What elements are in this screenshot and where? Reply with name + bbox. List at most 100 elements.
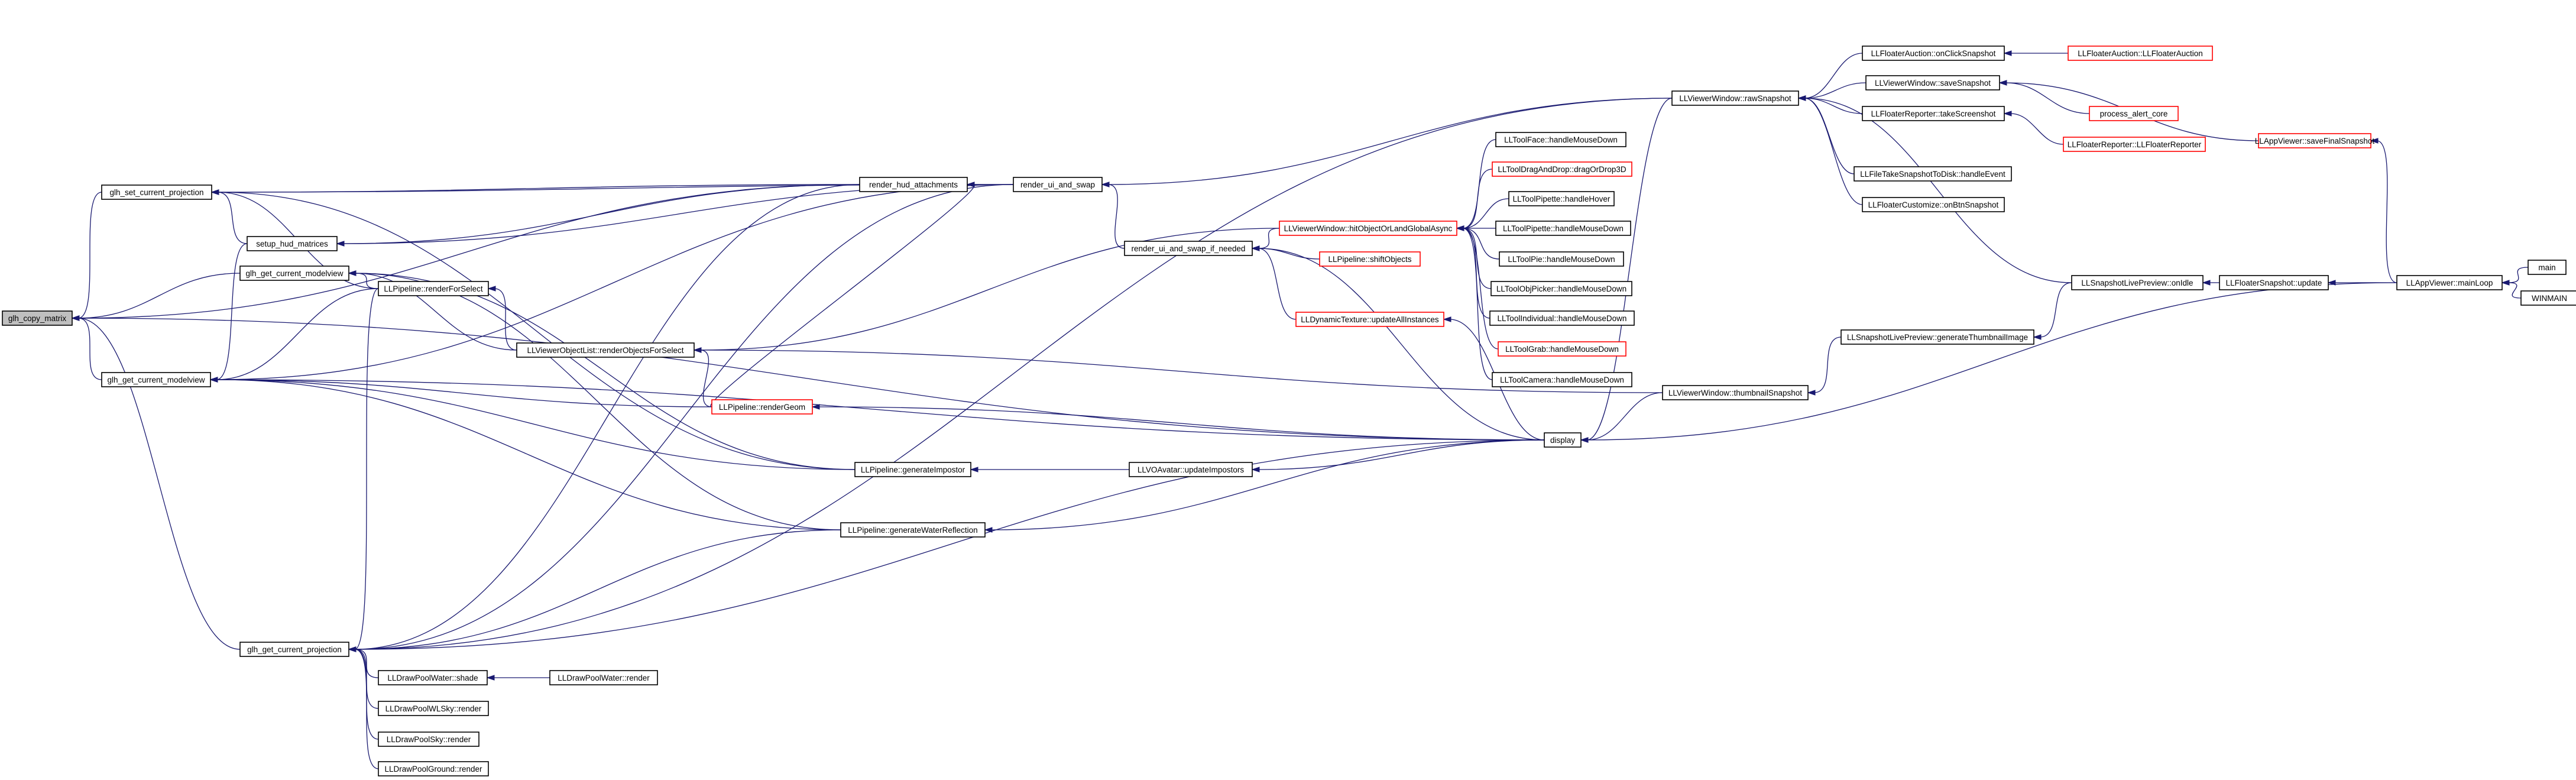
node-rus[interactable]: render_ui_and_swap xyxy=(1013,177,1103,192)
edge-ggm-to-root xyxy=(71,273,241,321)
node-box xyxy=(1279,221,1457,236)
node-main[interactable]: main xyxy=(2528,260,2567,275)
node-root[interactable]: glh_copy_matrix xyxy=(2,310,73,326)
node-aml[interactable]: LLAppViewer::mainLoop xyxy=(2396,275,2503,290)
edge-line xyxy=(1804,98,2072,283)
edge-line xyxy=(216,379,856,470)
node-ggm[interactable]: glh_get_current_modelview xyxy=(239,266,349,281)
node-vrsn[interactable]: LLViewerWindow::rawSnapshot xyxy=(1671,90,1799,106)
node-vts[interactable]: LLViewerWindow::thumbnailSnapshot xyxy=(1662,385,1809,400)
node-label: glh_get_current_modelview xyxy=(245,269,343,278)
node-top[interactable]: LLToolObjPicker::handleMouseDown xyxy=(1490,281,1632,296)
edge-rus-to-shm xyxy=(336,184,1014,247)
node-rusn[interactable]: render_ui_and_swap_if_needed xyxy=(1124,241,1253,256)
edge-line xyxy=(2376,140,2397,283)
edge-line xyxy=(1804,98,1863,205)
node-fts[interactable]: LLFileTakeSnapshotToDisk::handleEvent xyxy=(1854,166,2012,182)
edge-rus-to-ggp xyxy=(348,184,1014,652)
node-frt[interactable]: LLFloaterReporter::takeScreenshot xyxy=(1862,106,2005,121)
node-shm[interactable]: setup_hud_matrices xyxy=(247,236,338,251)
node-label: LLPipeline::generateWaterReflection xyxy=(848,526,977,535)
node-gcm[interactable]: glh_get_current_modelview xyxy=(101,372,211,387)
node-wm[interactable]: WINMAIN xyxy=(2520,290,2576,306)
node-label: LLAppViewer::mainLoop xyxy=(2406,279,2493,287)
node-box xyxy=(239,642,349,657)
node-fac[interactable]: LLFloaterAuction::LLFloaterAuction xyxy=(2068,46,2213,61)
node-fco[interactable]: LLFloaterCustomize::onBtnSnapshot xyxy=(1862,197,2005,212)
node-dws[interactable]: LLDrawPoolWater::shade xyxy=(378,670,488,685)
node-dgr[interactable]: LLDrawPoolGround::render xyxy=(378,761,489,776)
edge-tin-to-vwh xyxy=(1456,225,1490,319)
node-vau[interactable]: LLVOAvatar::updateImpostors xyxy=(1129,462,1253,477)
arrowhead-icon xyxy=(2501,280,2510,286)
edge-line xyxy=(217,192,248,244)
node-tca[interactable]: LLToolCamera::handleMouseDown xyxy=(1492,372,1632,387)
node-label: glh_copy_matrix xyxy=(8,314,67,323)
node-slg[interactable]: LLSnapshotLivePreview::generateThumbnail… xyxy=(1841,329,2034,345)
node-dwr[interactable]: LLDrawPoolWater::render xyxy=(549,670,658,685)
arrowhead-icon xyxy=(970,467,978,472)
edge-line xyxy=(494,288,517,351)
node-sli[interactable]: LLSnapshotLivePreview::onIdle xyxy=(2071,275,2204,290)
node-pso[interactable]: LLPipeline::shiftObjects xyxy=(1319,251,1421,267)
node-fao[interactable]: LLFloaterAuction::onClickSnapshot xyxy=(1862,46,2005,61)
edge-dgr-to-ggp xyxy=(348,646,379,769)
node-label: LLVOAvatar::updateImpostors xyxy=(1138,465,1245,474)
arrowhead-icon xyxy=(210,189,219,195)
edge-vau-to-pgi xyxy=(970,467,1129,472)
node-vrs[interactable]: LLViewerObjectList::renderObjectsForSele… xyxy=(516,342,695,358)
node-box xyxy=(859,177,968,192)
node-tf[interactable]: LLToolFace::handleMouseDown xyxy=(1495,132,1626,147)
arrowhead-icon xyxy=(71,315,80,321)
node-label: LLDrawPoolWater::shade xyxy=(387,674,478,682)
node-tph[interactable]: LLToolPipette::handleHover xyxy=(1508,191,1615,206)
node-dsk[interactable]: LLDrawPoolSky::render xyxy=(378,732,479,747)
node-prg[interactable]: LLPipeline::renderGeom xyxy=(711,399,813,415)
edge-line xyxy=(1462,169,1493,229)
node-label: render_ui_and_swap_if_needed xyxy=(1132,244,1246,253)
node-box xyxy=(1124,241,1253,256)
edge-dws-to-ggp xyxy=(348,646,379,678)
node-tpm[interactable]: LLToolPipette::handleMouseDown xyxy=(1495,221,1631,236)
edge-gcm-to-root xyxy=(71,315,102,380)
node-rha[interactable]: render_hud_attachments xyxy=(859,177,968,192)
edge-line xyxy=(2507,282,2522,299)
edge-fac-to-fao xyxy=(2003,50,2068,56)
node-vwh[interactable]: LLViewerWindow::hitObjectOrLandGlobalAsy… xyxy=(1279,221,1457,236)
arrowhead-icon xyxy=(2003,111,2012,116)
node-asf[interactable]: LLAppViewer::saveFinalSnapshot xyxy=(2255,133,2375,148)
node-pac[interactable]: process_alert_core xyxy=(2089,106,2179,121)
node-pgi[interactable]: LLPipeline::generateImpostor xyxy=(854,462,971,477)
node-box xyxy=(1662,385,1809,400)
node-vss[interactable]: LLViewerWindow::saveSnapshot xyxy=(1865,75,2000,90)
node-label: LLToolCamera::handleMouseDown xyxy=(1500,376,1624,384)
node-frf[interactable]: LLFloaterReporter::LLFloaterReporter xyxy=(2063,137,2206,152)
node-box xyxy=(1862,46,2005,61)
edge-line xyxy=(818,406,1545,441)
edge-fts-to-vrsn xyxy=(1797,95,1855,174)
node-pgw[interactable]: LLPipeline::generateWaterReflection xyxy=(840,522,986,538)
node-tdd[interactable]: LLToolDragAndDrop::dragOrDrop3D xyxy=(1492,161,1632,177)
node-tpie[interactable]: LLToolPie::handleMouseDown xyxy=(1499,251,1624,267)
node-box xyxy=(1319,251,1421,267)
arrowhead-icon xyxy=(1456,225,1464,231)
node-label: main xyxy=(2538,263,2555,272)
edge-line xyxy=(354,98,1673,650)
node-fsu[interactable]: LLFloaterSnapshot::update xyxy=(2219,275,2329,290)
node-dtu[interactable]: LLDynamicTexture::updateAllInstances xyxy=(1295,312,1444,327)
node-dwl[interactable]: LLDrawPoolWLSky::render xyxy=(378,701,489,716)
edge-line xyxy=(1462,198,1509,229)
node-gsp[interactable]: glh_set_current_projection xyxy=(101,185,212,200)
node-box xyxy=(378,670,488,685)
node-tgr[interactable]: LLToolGrab::handleMouseDown xyxy=(1498,341,1626,357)
node-label: LLViewerWindow::thumbnailSnapshot xyxy=(1668,389,1802,397)
node-rfs[interactable]: LLPipeline::renderForSelect xyxy=(378,281,489,296)
node-label: glh_get_current_modelview xyxy=(107,376,205,384)
node-disp[interactable]: display xyxy=(1544,432,1582,448)
node-label: LLSnapshotLivePreview::generateThumbnail… xyxy=(1847,333,2028,342)
edge-line xyxy=(1462,228,1499,349)
node-label: LLToolPie::handleMouseDown xyxy=(1508,255,1615,264)
edge-wm-to-aml xyxy=(2501,280,2522,299)
node-ggp[interactable]: glh_get_current_projection xyxy=(239,642,349,657)
node-tin[interactable]: LLToolIndividual::handleMouseDown xyxy=(1489,310,1635,326)
